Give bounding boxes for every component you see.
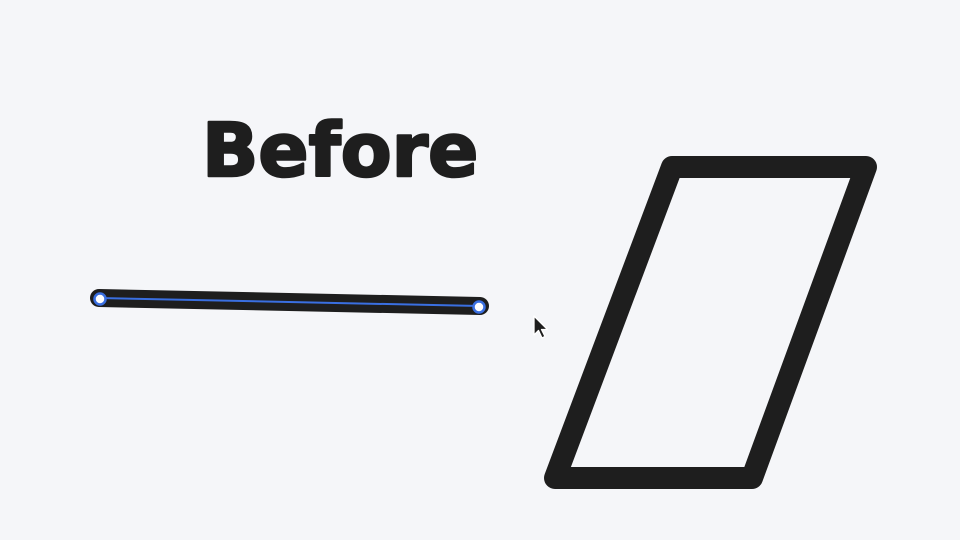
line-end-handle[interactable] [472, 300, 486, 314]
line-start-handle[interactable] [93, 292, 107, 306]
line-selection-guide [98, 297, 481, 307]
line-element[interactable] [90, 289, 489, 315]
text-element[interactable]: Before [201, 107, 480, 196]
arrow-cursor-icon [533, 315, 549, 339]
parallelogram-stroke[interactable] [544, 156, 877, 489]
before-text[interactable]: Before [201, 107, 480, 196]
parallelogram-element[interactable] [544, 156, 877, 489]
